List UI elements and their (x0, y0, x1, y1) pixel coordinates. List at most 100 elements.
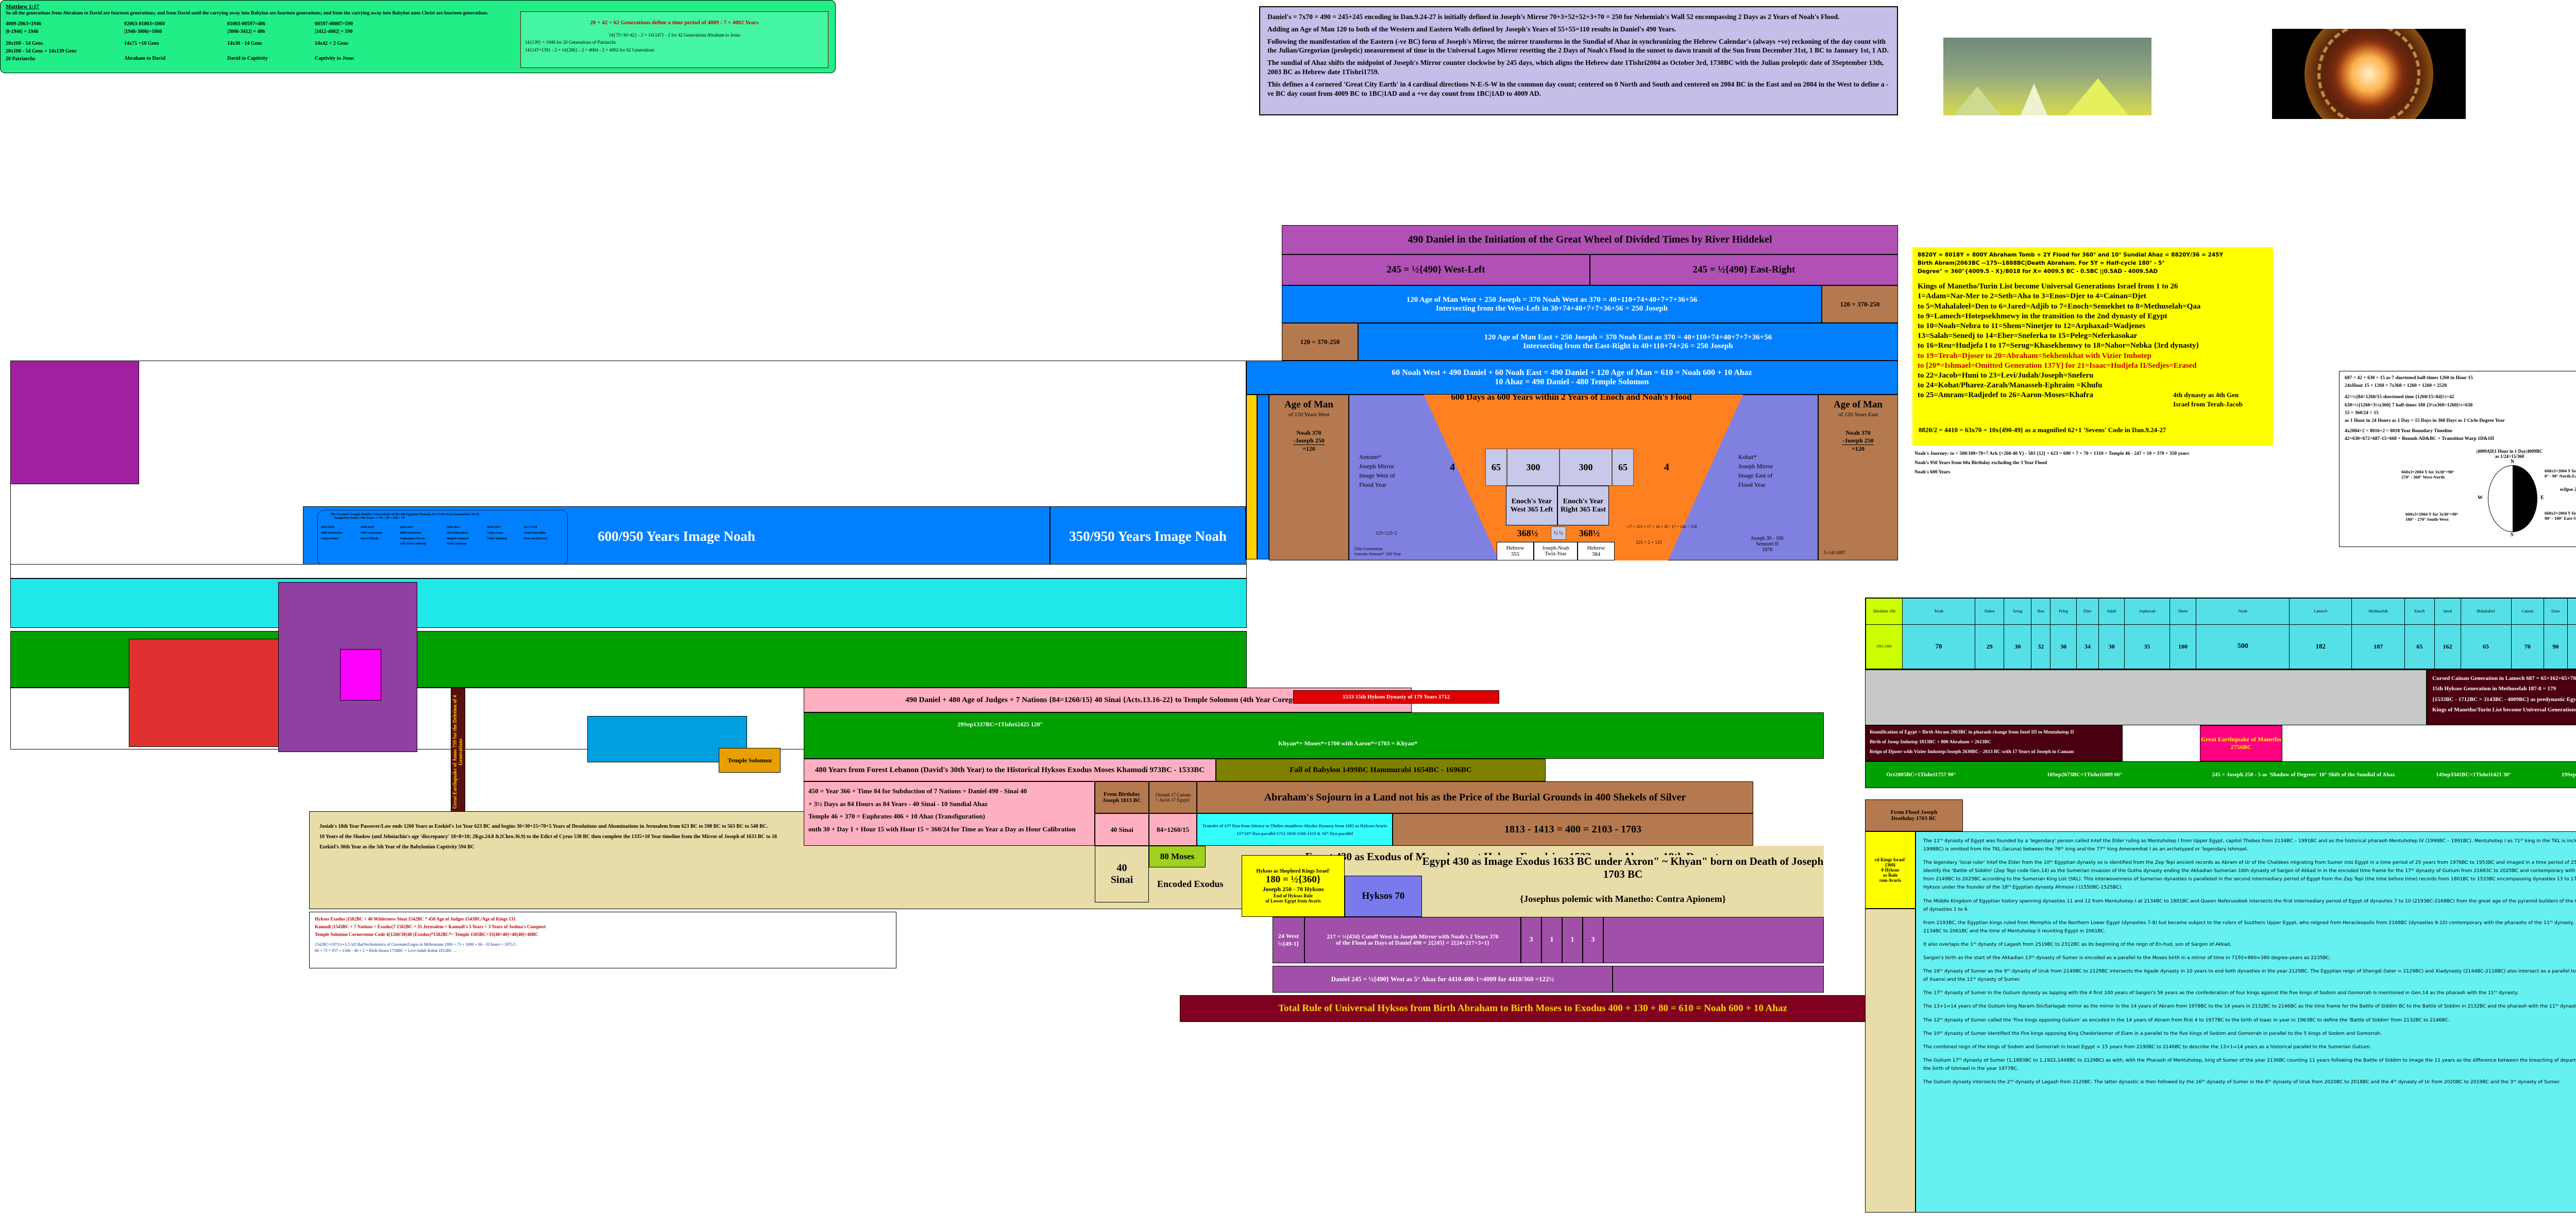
green-date-4: 19Sep4009BC=1Tishri-247 0° (2561, 772, 2576, 778)
rt-p-8: The 13+1=14 years of the Gutium king Nar… (1923, 1003, 2576, 1010)
sinai-40-big: 40 Sinai (1095, 846, 1149, 902)
aom-west-l3: =120 (1302, 445, 1315, 452)
gt-y-4: 32 (2031, 624, 2051, 669)
aom-east-l1: Noah 370 (1845, 429, 1871, 436)
mini-cell-3b: 3 (1583, 917, 1603, 963)
matthew-c2-l1: 01003-00597=406 (227, 21, 266, 27)
matthew-c3-l1: 00597-00007=590 (315, 21, 353, 27)
pyr-c5-name: Huni Jacob(Esau) (523, 537, 548, 540)
note-125-a: 125=123+2 (1376, 531, 1397, 536)
rt-p-4: It also overlaps the 1ˢᵗ dynasty of Laga… (1923, 941, 2232, 947)
rt-p-10: The 10ᵗʰ dynasty of Sumer identified the… (1923, 1030, 2382, 1036)
matthew-c0-l1: 4009-2063=1946 (6, 21, 42, 27)
gt-h-7: Salah (2098, 598, 2125, 625)
gen62-line-2: 14{147+139} - 2 = 14{286} - 2 = 4004 - 2… (525, 47, 655, 53)
cutoff-217-cell: 217 = ½{434} Cutoff West in Joseph Mirro… (1304, 917, 1521, 963)
mini-cell-3a: 3 (1521, 917, 1541, 963)
forest-lebanon-band: 480 Years from Forest Lebanon (David's 3… (804, 759, 1216, 781)
manetho-line-7: to [20*=Ishmael=Omitted Generation 137Y]… (1918, 361, 2197, 370)
enoch-year-west: Enoch's Year West 365 Left (1506, 486, 1557, 525)
note-1897: 5+14=1897 (1824, 550, 1845, 555)
total-rule-hyksos-banner: Total Rule of Universal Hyksos from Birt… (1180, 995, 1886, 1022)
rt-p-5: Sargon's birth as the start of the Akkad… (1923, 955, 2331, 961)
pyr-c1-name: Djoser/Terah (360, 537, 378, 540)
purple-paragraph-3: Following the manifestation of the Easte… (1267, 37, 1889, 55)
daniel-east-row: 120 Age of Man East + 250 Joseph = 370 N… (1358, 323, 1898, 361)
flood-cells-row: 4 65 300 300 65 4 (1419, 449, 1749, 486)
matthew-verse: So all the generations from Abraham to D… (6, 11, 489, 16)
reunif-line-2: Reign of Djoser with Vizier Imhotep/Jose… (1870, 749, 2074, 755)
matthew-heading: Matthew 1:17 (6, 4, 40, 10)
pyramid-box-subtitle: Imaged in Noah's 360 Years: = 70 + 70 + … (334, 516, 405, 520)
manetho-line-3: to 10=Noah=Nebra to 11=Shem=Ninetjer to … (1918, 322, 2146, 330)
hyksos-side-1: {360} (1885, 862, 1896, 867)
great-earthquake-strip: Great Earthquake of Amos 759 for the Del… (451, 688, 465, 816)
gt-h-4: Reu (2031, 598, 2051, 625)
hyksos-15th-dynasty-red-band: 1533 15th Hyksos Dynasty of 179 Years 17… (1293, 690, 1499, 704)
yy-quad-se: 668x3=2004 Y for 3x30°=90° 90° - 180° Ea… (2545, 510, 2576, 521)
generations-62-panel: 20 + 42 = 62 Generations define a time p… (520, 11, 828, 68)
daniel-east-corner: 120 = 370-250 (1282, 323, 1358, 361)
daniel-west-half: 245 = ½{490} West-Left (1282, 254, 1590, 285)
flood-cell-65-right: 65 (1612, 449, 1634, 486)
blue-strip (1257, 395, 1269, 559)
pyr-c1-yrs: 2644-2624 (360, 526, 374, 529)
hyksos-side-0: rd Kings Israel' (1874, 857, 1906, 862)
gt-h-15: Mahalaleel (2460, 598, 2512, 625)
manetho-line-2: to 9=Lamech=Hotepsekhmewy in the transit… (1918, 312, 2167, 320)
purple-paragraph-4: The sundial of Ahaz shifts the midpoint … (1267, 59, 1884, 76)
tan-side-strip (1865, 909, 1916, 1213)
pyr-c0-gen: 18th Generation (321, 531, 343, 535)
josiah-line-0: Josiah's 18th Year Passover/Law ends 126… (319, 824, 768, 829)
reunif-line-0: Reunification of Egypt = Birth Abram 206… (1870, 730, 2074, 735)
pyr-c2-gen: 20th Generation (400, 531, 422, 535)
hyksos-exodus-note: Hyksos Exodus |1582BC + 40 Wilderness Si… (315, 916, 546, 937)
gt-h-10: Noah (2196, 598, 2290, 625)
genealogy-table-wrap: Abraham 100 Terah Nahor Serug Reu Peleg … (1865, 598, 2576, 670)
sojourn-equation: 1813 - 1413 = 400 = 2103 - 1703 (1393, 813, 1753, 846)
manetho-line-6: to 19=Terah=Djoser to 20=Abraham=Sekhemk… (1918, 351, 2151, 360)
hyksos-shepherd-title: Hyksos as Shepherd Kings Israel' (1256, 868, 1330, 874)
pyramid-box-title: The Pyramid-Temple Builder Generations o… (330, 513, 480, 516)
rt-p-11: The combined reign of the kings of Sodom… (1923, 1044, 2371, 1050)
gt-h-8: Arphaxad (2124, 598, 2170, 625)
matthew-c3-l5: Captivity to Jesus (315, 56, 354, 61)
timeline-cyan-band (10, 578, 1247, 628)
pyramid-builders-box: The Pyramid-Temple Builder Generations o… (317, 510, 568, 566)
pyr-col-1: 2644-2624 19th Generation Djoser/Terah (361, 525, 400, 547)
hyksos-70-box: Hyksos 70 (1345, 876, 1422, 917)
pyr-c0-yrs: 2663-2644 (321, 526, 334, 529)
cursed-line-3: Kings of Manetho/Turin List become Unive… (2432, 707, 2576, 713)
gt-y-0: 1991-1962 (1866, 624, 1903, 669)
timeline-tick-strip-top (10, 564, 1247, 578)
rt-p-0: The 11ᵗʰ dynasty of Egypt was founded by… (1923, 838, 2576, 852)
manetho-line-0: 1=Adam=Nar-Mer to 2=Seth=Aha to 3=Enos=D… (1918, 292, 2146, 301)
hebrew-355: Hebrew 355 (1497, 542, 1534, 560)
pyr-c4-name: Sedjes Isaac (487, 531, 503, 535)
aom-east-l3: =120 (1852, 445, 1865, 452)
yy-n-label: N (2511, 459, 2515, 465)
daniel-wheel-title: 490 Daniel in the Initiation of the Grea… (1282, 225, 1898, 254)
matthew-c3-l3: 14x42 + 2 Gens (315, 41, 348, 46)
note-125-b: 125 = 2 + 123 (1636, 540, 1662, 545)
reunification-block: Reunification of Egypt = Birth Abram 206… (1865, 725, 2123, 761)
purple-explanation-panel: Daniel's = 7x70 = 490 = 245+245 encoding… (1259, 6, 1898, 115)
matthew-c2-l3: 14x30 - 14 Gens (227, 41, 262, 46)
yy-line-5: as 1 Hour in 24 Hours as 1 Day = 15 Days… (2345, 418, 2505, 423)
daniel-west-row-l1: 120 Age of Man West + 250 Joseph = 370 N… (1406, 295, 1698, 304)
matthew-c2-l2: |3006-3412| = 406 (227, 29, 265, 35)
josiah-line-2: Ezekiel's 30th Year as the 5th Year of t… (319, 844, 475, 850)
pyr-col-3: 2624-2617 21st Generation Hudjefa Ishmae… (447, 525, 487, 547)
matthew-c1-l2: |1946-3006|=1060 (124, 29, 162, 35)
great-earthquake-manetho: Great Earthquake of Manetho 2756BC (2200, 725, 2282, 761)
green-date-1: 10Sep2673BC=1Tishri1089 60° (2047, 772, 2122, 778)
flood-cell-4-right: 4 (1664, 461, 1669, 473)
rt-p-9: The 12ᵗʰ dynasty of Sumer called the 'Fi… (1923, 1017, 2450, 1023)
noah-sum-l2: 10 Ahaz = 490 Daniel - 480 Temple Solomo… (1495, 378, 1649, 386)
reunif-line-1: Birth of Josep Imhotep 1813BC + 800 Abra… (1870, 740, 1991, 745)
gt-y-8: 35 (2124, 624, 2170, 669)
gt-h-9: Shem (2169, 598, 2197, 625)
matthew-117-panel: Matthew 1:17 So all the generations from… (0, 0, 836, 73)
yy-line-6: 4x2004+2 = 8016+2 = 8018 Year Boundary T… (2345, 429, 2452, 434)
gt-y-17: 90 (2544, 624, 2568, 669)
